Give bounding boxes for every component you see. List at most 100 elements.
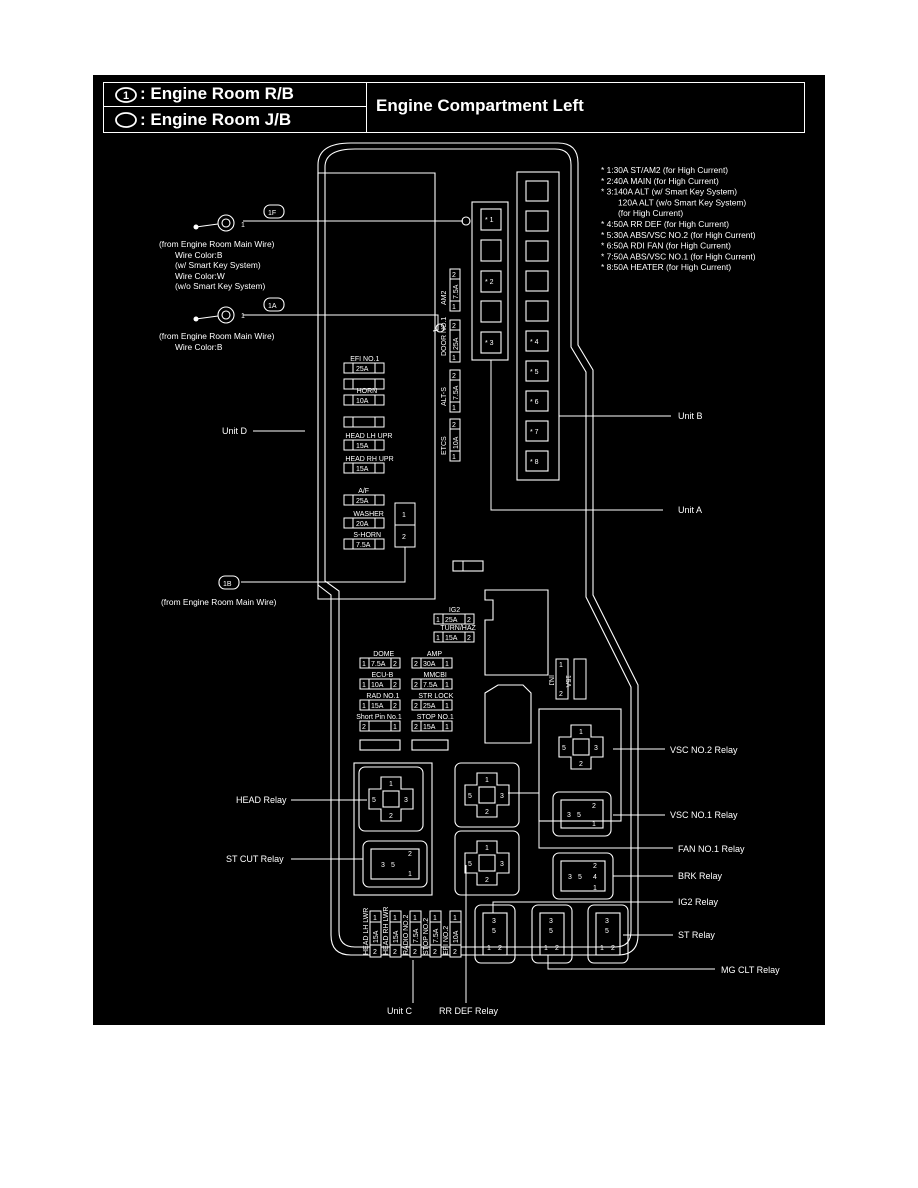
svg-text:2: 2 — [389, 813, 393, 820]
vsc-no2-relay-label: VSC NO.2 Relay — [670, 745, 738, 755]
svg-text:1: 1 — [559, 662, 563, 669]
svg-text:1: 1 — [241, 222, 245, 229]
note-line: * 8:50A HEATER (for High Current) — [601, 262, 731, 272]
fuse-pin: 1 — [436, 617, 440, 624]
st-cut-relay-label: ST CUT Relay — [226, 854, 284, 864]
fuse-amp: 30A — [423, 661, 436, 668]
relay-block-label: : Engine Room R/B — [140, 84, 294, 103]
svg-text:1: 1 — [123, 90, 129, 102]
svg-text:2: 2 — [485, 809, 489, 816]
fuse-pin: 1 — [452, 405, 456, 412]
fuse-pin: 1 — [362, 661, 366, 668]
fuse-pin: 2 — [452, 422, 456, 429]
unit-b-fuse-slot — [525, 420, 549, 442]
fuse-pin: 1 — [433, 915, 437, 922]
fuse-pin: 1 — [452, 454, 456, 461]
unit-b-fuse-slot — [525, 240, 549, 262]
fuse-amp: 10A — [356, 398, 369, 405]
fuse-amp: 25A — [356, 498, 369, 505]
svg-text:4: 4 — [593, 874, 597, 881]
svg-text:1: 1 — [600, 945, 604, 952]
fuse-pin: 1 — [445, 724, 449, 731]
svg-text:(from Engine Room Main Wire): (from Engine Room Main Wire) — [159, 331, 275, 341]
svg-text:2: 2 — [555, 945, 559, 952]
svg-text:3: 3 — [568, 874, 572, 881]
fuse-name: Short Pin No.1 — [356, 714, 402, 721]
svg-text:Wire Color:B: Wire Color:B — [175, 342, 223, 352]
fuse-pin: 1 — [452, 304, 456, 311]
unit-a: * 1* 2* 3 — [471, 201, 663, 511]
head-relay-label: HEAD Relay — [236, 795, 287, 805]
fuse-name: AMP — [427, 651, 443, 658]
unit-d-outline — [317, 172, 436, 600]
fuse-amp: 10A — [453, 436, 460, 449]
svg-text:3: 3 — [381, 862, 385, 869]
fuse-unit-d — [343, 416, 385, 428]
fuse-name: TURN/HAZ — [440, 625, 476, 632]
svg-text:5: 5 — [549, 928, 553, 935]
unit-a-fuse-label: * 2 — [485, 279, 494, 286]
unit-b-fuse-slot — [525, 360, 549, 382]
fuse-amp: 7.5A — [423, 682, 438, 689]
fuse-pin: 2 — [393, 661, 397, 668]
unit-a-fuse-slot — [480, 208, 502, 231]
fuse-amp: 10A — [371, 682, 384, 689]
fuse-pin: 2 — [452, 373, 456, 380]
legend-header: 1 : Engine Room R/B : Engine Room J/B En… — [103, 82, 805, 133]
fuse-pin: 1 — [413, 915, 417, 922]
note-line: * 6:50A RDI FAN (for High Current) — [601, 241, 731, 251]
fuse-pin: 2 — [467, 617, 471, 624]
fuse-pin: 1 — [436, 635, 440, 642]
svg-text:5: 5 — [492, 928, 496, 935]
svg-text:2: 2 — [559, 691, 563, 698]
unit-a-fuse-slot — [480, 331, 502, 354]
diagram-title: Engine Compartment Left — [376, 96, 584, 115]
junction-block-symbol-icon — [115, 112, 137, 128]
svg-text:1: 1 — [408, 871, 412, 878]
fuse-amp: 7.5A — [433, 928, 440, 943]
fuse-amp: 10A — [453, 930, 460, 943]
fuse-name: HEAD LH LWR — [363, 908, 370, 955]
fuse-pin: 1 — [445, 682, 449, 689]
fuse-unit-d — [343, 378, 385, 390]
svg-text:3: 3 — [549, 918, 553, 925]
fuse-amp: 25A — [423, 703, 436, 710]
svg-text:5: 5 — [562, 745, 566, 752]
fuse-pin: 1 — [452, 355, 456, 362]
fuse-pin: 1 — [445, 703, 449, 710]
mg-clt-relay-label: MG CLT Relay — [721, 965, 780, 975]
fuse-name: EFI NO.2 — [443, 926, 450, 955]
fuse-box-diagram: 1 : Engine Room R/B : Engine Room J/B En… — [93, 75, 825, 1025]
unit-a-label: Unit A — [678, 505, 702, 515]
svg-text:3: 3 — [500, 861, 504, 868]
svg-text:3: 3 — [567, 812, 571, 819]
svg-text:(w/o Smart Key System): (w/o Smart Key System) — [175, 281, 265, 291]
head-relay-frame — [353, 762, 433, 896]
fuse-amp: 15A — [371, 703, 384, 710]
unit-b-fuse-label: * 6 — [530, 399, 539, 406]
fuse-notes: * 1:30A ST/AM2 (for High Current)* 2:40A… — [601, 165, 756, 272]
unit-a-fuse-slot — [480, 239, 502, 262]
unit-b: * 4* 5* 6* 7* 8 — [516, 171, 671, 481]
svg-text:2: 2 — [579, 761, 583, 768]
fuse-amp: 25A — [453, 337, 460, 350]
svg-text:1: 1 — [487, 945, 491, 952]
unit-b-fuse-label: * 5 — [530, 369, 539, 376]
